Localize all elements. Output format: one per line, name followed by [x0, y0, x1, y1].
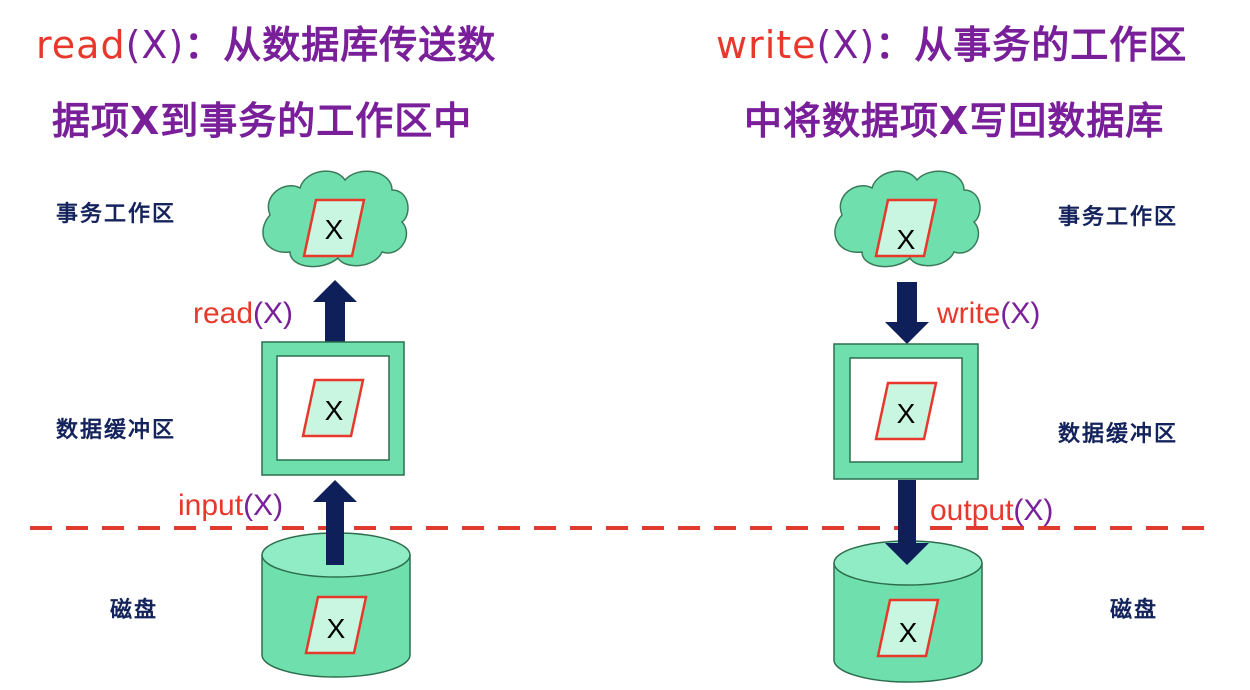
- right-write-arrow: [885, 282, 929, 344]
- left-buffer-item-label: X: [325, 395, 344, 426]
- right-workspace-item-label: X: [897, 224, 916, 255]
- right-output-arrow: [885, 480, 929, 565]
- left-title-line1: read(X)：从数据库传送数: [36, 14, 496, 69]
- left-title-args: (X): [125, 23, 185, 67]
- right-disk-label: 磁盘: [1110, 597, 1159, 623]
- right-title-rest: ：从事务的工作区: [875, 23, 1188, 67]
- right-title-args: (X): [816, 23, 876, 67]
- left-input-label: input(X): [178, 489, 283, 522]
- left-workspace-cloud: X: [262, 170, 409, 268]
- right-output-args: (X): [1013, 494, 1053, 527]
- left-input-op: input: [178, 489, 244, 522]
- right-buffer-item-label: X: [897, 398, 916, 429]
- left-disk-item-label: X: [327, 613, 346, 644]
- right-buffer-box: X: [833, 343, 979, 480]
- right-workspace-label: 事务工作区: [1058, 204, 1179, 230]
- left-read-op: read: [193, 297, 253, 330]
- left-title-op: read: [36, 23, 126, 67]
- left-input-args: (X): [243, 489, 283, 522]
- left-read-arrow: [313, 280, 357, 345]
- left-workspace-label: 事务工作区: [56, 201, 177, 227]
- left-title-rest: ：从数据库传送数: [184, 23, 497, 67]
- left-workspace-item-label: X: [325, 214, 344, 245]
- left-disk-label: 磁盘: [110, 597, 159, 623]
- right-buffer-label: 数据缓冲区: [1058, 421, 1179, 447]
- right-write-args: (X): [1000, 297, 1040, 330]
- left-buffer-label: 数据缓冲区: [56, 417, 177, 443]
- left-buffer-box: X: [261, 341, 405, 476]
- right-title-op: write: [716, 23, 817, 67]
- right-title-line2: 中将数据项X写回数据库: [744, 99, 1165, 143]
- right-workspace-cloud: X: [834, 170, 981, 268]
- right-disk-item-label: X: [899, 617, 918, 648]
- left-read-label: read(X): [193, 297, 293, 330]
- left-title-line2: 据项X到事务的工作区中: [52, 99, 473, 143]
- right-title-line1: write(X)：从事务的工作区: [716, 14, 1187, 69]
- left-input-arrow: [313, 480, 357, 565]
- right-write-label: write(X): [936, 297, 1040, 330]
- left-read-args: (X): [253, 297, 293, 330]
- right-output-label: output(X): [930, 494, 1053, 527]
- right-output-op: output: [930, 494, 1014, 527]
- right-write-op: write: [936, 297, 1000, 330]
